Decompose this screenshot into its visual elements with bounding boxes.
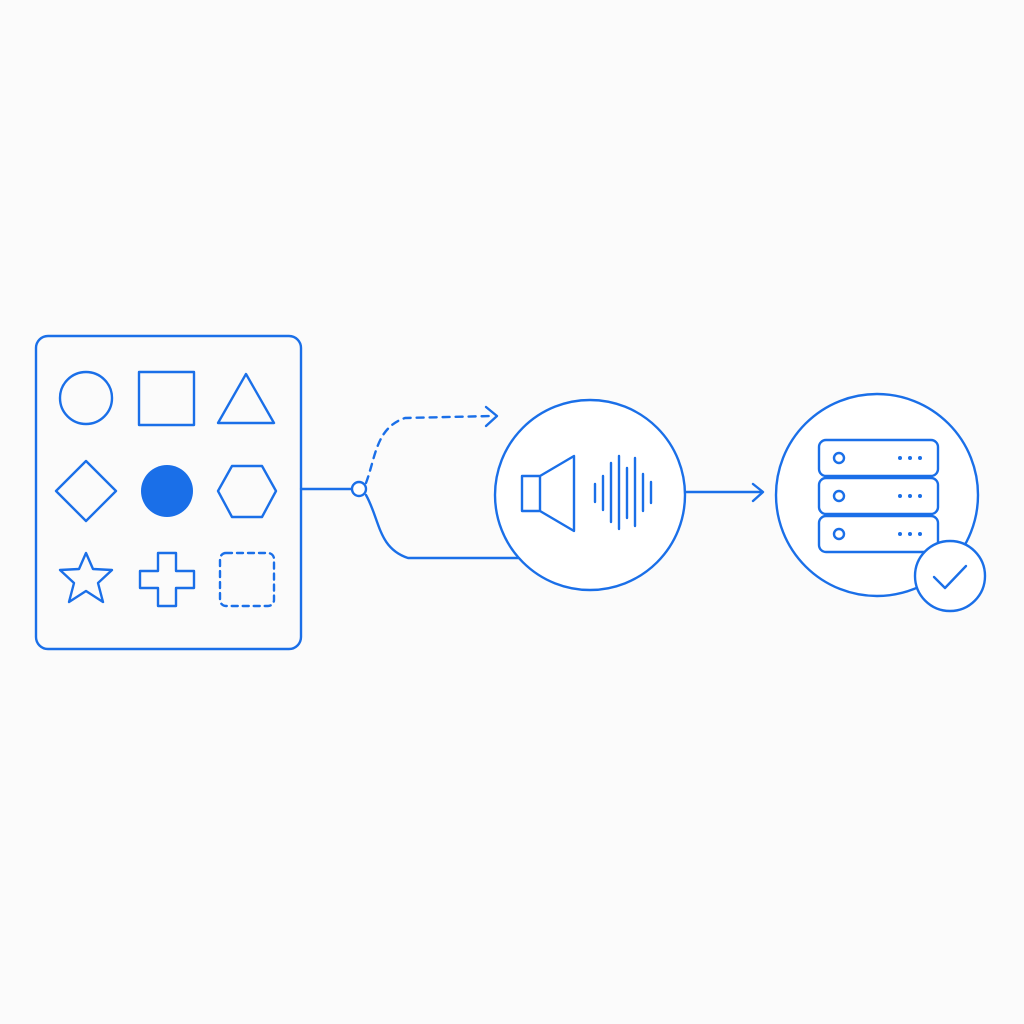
storage-node-circle <box>774 392 980 598</box>
check-badge <box>913 539 987 613</box>
server-rack-icon <box>817 438 940 554</box>
triangle-icon <box>216 372 276 425</box>
shape-grid-frame <box>34 334 303 651</box>
dashed-arrow-head <box>484 405 499 428</box>
speaker-icon <box>520 454 576 533</box>
shape-grid-panel <box>34 334 303 651</box>
audio-node <box>493 398 687 592</box>
connectors <box>299 405 765 560</box>
soundwave-icon <box>593 454 653 531</box>
circle-icon <box>58 370 114 426</box>
storage-node <box>774 392 987 613</box>
audio-node-circle <box>493 398 687 592</box>
dashed-branch-arrow <box>364 414 494 485</box>
storage-arrow-head <box>751 482 765 503</box>
diamond-icon <box>54 459 118 523</box>
server-unit <box>817 438 940 478</box>
solid-branch-path <box>364 493 520 560</box>
junction-node <box>350 480 368 498</box>
dashed-square-icon <box>218 551 276 608</box>
plus-icon <box>138 551 196 608</box>
filled-circle-icon <box>141 465 193 517</box>
square-icon <box>137 370 196 427</box>
hexagon-icon <box>216 464 278 519</box>
star-icon <box>58 551 114 604</box>
server-dots <box>898 456 922 536</box>
checkmark-icon <box>932 564 968 590</box>
server-unit <box>817 514 940 554</box>
server-unit <box>817 476 940 516</box>
